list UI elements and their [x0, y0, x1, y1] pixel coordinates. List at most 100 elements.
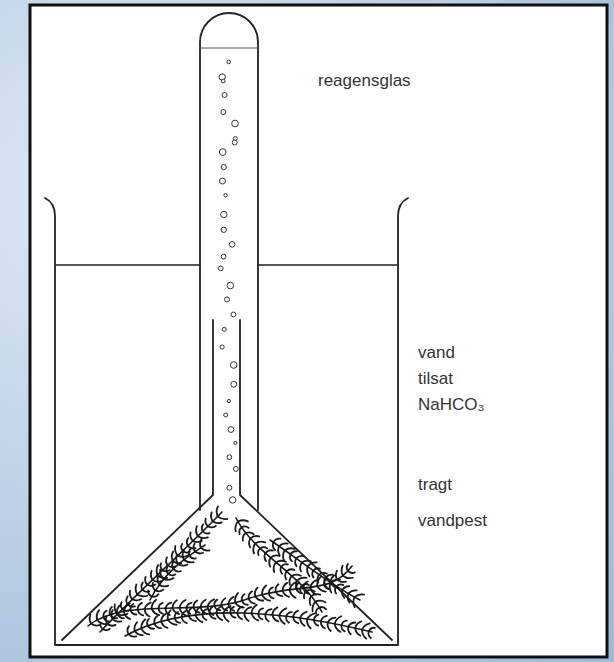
- leaf: [218, 516, 228, 519]
- leaf: [281, 564, 288, 567]
- leaf: [195, 615, 202, 622]
- leaf: [255, 542, 265, 544]
- leaf: [300, 586, 302, 593]
- test-tube: [200, 13, 258, 510]
- leaf: [292, 575, 301, 576]
- leaf: [205, 519, 207, 527]
- bubble: [228, 427, 234, 433]
- leaf: [208, 607, 214, 615]
- leaf: [117, 605, 121, 613]
- leaf: [293, 611, 298, 617]
- leaf: [198, 536, 208, 538]
- leaf: [189, 556, 195, 559]
- waterweed: [88, 506, 375, 638]
- bubble: [220, 345, 224, 349]
- leaf: [302, 561, 311, 563]
- leaf: [138, 610, 144, 616]
- leaf: [110, 615, 117, 619]
- leaf: [286, 616, 289, 622]
- leaf: [189, 616, 196, 621]
- leaf: [286, 612, 292, 616]
- leaf: [274, 562, 276, 572]
- leaf: [325, 575, 333, 579]
- leaf: [161, 622, 167, 628]
- leaf: [336, 571, 337, 580]
- bubble: [227, 282, 234, 289]
- leaf: [131, 610, 137, 614]
- leaf: [217, 506, 218, 516]
- leaf: [91, 624, 100, 626]
- leaf: [272, 607, 277, 614]
- leaf: [296, 556, 304, 559]
- leaf: [158, 576, 160, 585]
- leaf: [279, 608, 286, 615]
- leaf: [290, 590, 296, 598]
- leaf: [195, 552, 203, 554]
- bubble: [221, 110, 226, 115]
- leaf: [243, 533, 246, 540]
- funnel: [62, 320, 392, 640]
- leaf: [276, 584, 279, 592]
- leaf: [283, 583, 288, 591]
- bubble: [218, 266, 223, 271]
- leaf: [168, 574, 175, 576]
- leaf: [172, 552, 174, 561]
- leaf: [343, 576, 353, 578]
- leaf: [280, 567, 282, 574]
- leaf: [312, 571, 313, 578]
- part-label: tragt: [418, 472, 452, 498]
- leaf: [300, 562, 302, 571]
- water-surface: [56, 264, 397, 265]
- leaf: [265, 550, 273, 553]
- leaf: [276, 561, 286, 562]
- leaf: [302, 584, 309, 586]
- leaf: [296, 581, 298, 591]
- leaf: [341, 625, 344, 631]
- leaf: [211, 512, 213, 521]
- leaf: [196, 526, 198, 536]
- leaf: [314, 620, 318, 626]
- leaf: [203, 531, 210, 533]
- leaf: [285, 548, 295, 550]
- leaf: [328, 618, 336, 623]
- leaf: [188, 608, 191, 616]
- leaf: [249, 591, 253, 598]
- leaf: [335, 616, 342, 624]
- leaf: [242, 601, 248, 605]
- leaf: [145, 609, 150, 617]
- leaf: [113, 619, 122, 622]
- leaf: [310, 580, 316, 587]
- leaf: [273, 539, 280, 543]
- leaf: [208, 599, 215, 606]
- leaf: [141, 583, 142, 590]
- leaf: [90, 615, 92, 624]
- leaf: [271, 555, 280, 557]
- leaf: [304, 591, 307, 599]
- leaf: [273, 542, 275, 550]
- leaf: [321, 621, 325, 628]
- bubble: [231, 312, 236, 317]
- leaf: [178, 564, 187, 565]
- leaf: [173, 569, 181, 572]
- leaf: [213, 521, 222, 523]
- leaf: [117, 613, 124, 619]
- leaf: [175, 546, 178, 556]
- leaf: [154, 616, 157, 623]
- leaf: [182, 617, 187, 623]
- leaf: [317, 575, 319, 583]
- panel: [30, 5, 607, 657]
- leaf: [269, 587, 273, 593]
- leaf: [103, 629, 110, 630]
- leaf: [319, 607, 326, 609]
- leaf: [246, 532, 254, 534]
- leaf: [313, 568, 320, 570]
- leaf: [355, 621, 361, 628]
- bubble: [224, 193, 227, 196]
- bubble: [221, 227, 226, 232]
- leaf: [160, 570, 164, 579]
- leaf: [159, 608, 164, 613]
- leaf: [187, 608, 191, 614]
- leaf: [278, 546, 280, 555]
- bubble: [234, 441, 237, 444]
